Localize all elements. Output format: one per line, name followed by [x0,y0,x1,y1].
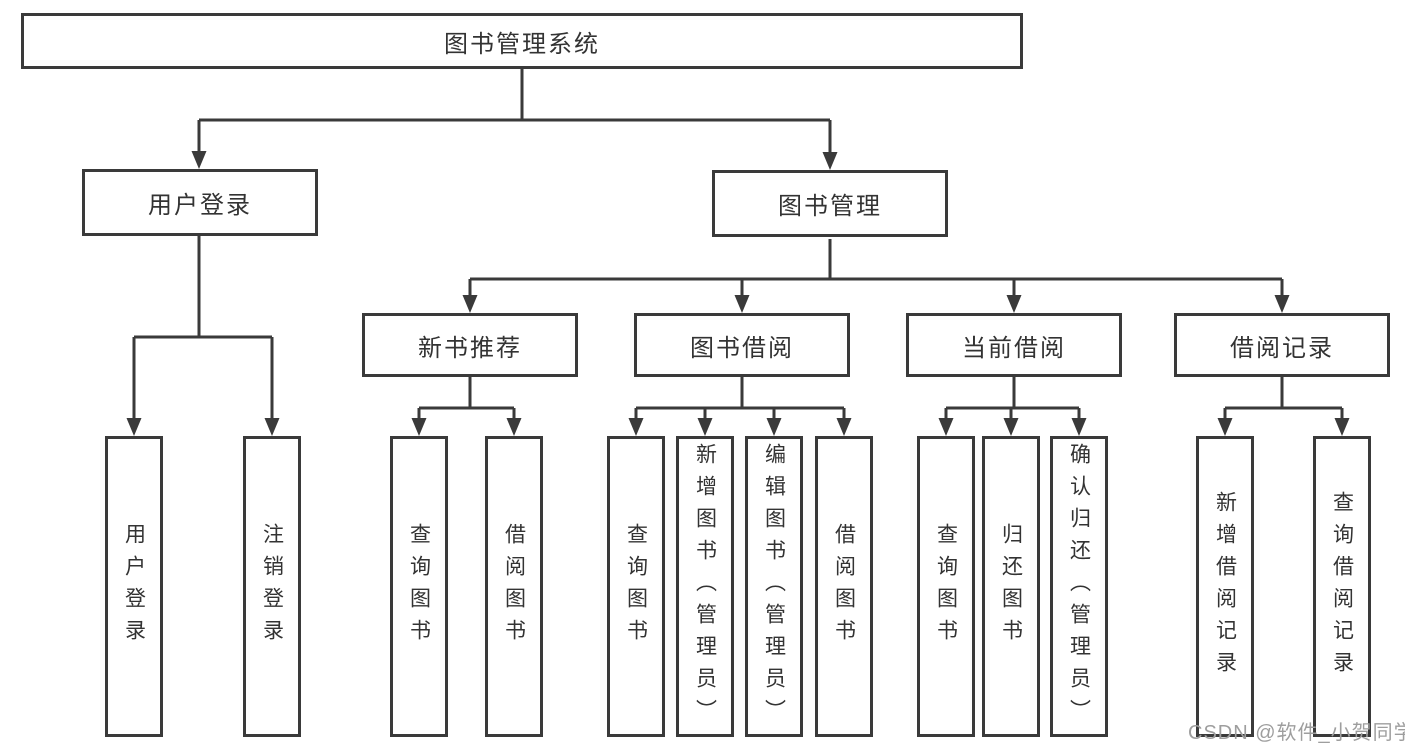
node-library-management-system: 图书管理系统 [21,13,1023,69]
node-label: 借阅图书 [502,522,526,651]
node-label: 新增图书（管理员） [693,442,717,731]
node-label: 查询图书 [624,522,648,651]
node-label: 编辑图书（管理员） [762,442,786,731]
node-label: 确认归还（管理员） [1067,442,1091,731]
csdn-watermark: CSDN @软件_小贺同学 [1188,722,1405,744]
leaf-borrow-books-recommend: 借阅图书 [485,436,543,737]
node-label: 借阅记录 [1230,334,1334,362]
node-label: 查询图书 [407,522,431,651]
node-label: 当前借阅 [962,334,1066,362]
node-label: 注销登录 [260,522,284,651]
node-borrow-records: 借阅记录 [1174,313,1390,377]
leaf-add-book-admin: 新增图书（管理员） [676,436,734,737]
leaf-add-borrow-record: 新增借阅记录 [1196,436,1254,737]
leaf-logout: 注销登录 [243,436,301,737]
leaf-return-book: 归还图书 [982,436,1040,737]
node-label: 图书借阅 [690,334,794,362]
node-book-management: 图书管理 [712,170,948,237]
node-label: 用户登录 [122,522,146,651]
node-label: 图书管理 [778,193,882,220]
node-book-borrow: 图书借阅 [634,313,850,377]
leaf-confirm-return-admin: 确认归还（管理员） [1050,436,1108,737]
leaf-edit-book-admin: 编辑图书（管理员） [745,436,803,737]
node-label: 借阅图书 [832,522,856,651]
node-label: 查询借阅记录 [1330,490,1354,683]
node-label: 新书推荐 [418,334,522,362]
leaf-query-books-current: 查询图书 [917,436,975,737]
node-label: 查询图书 [934,522,958,651]
node-label: 新增借阅记录 [1213,490,1237,683]
leaf-borrow-books: 借阅图书 [815,436,873,737]
node-label: 归还图书 [999,522,1023,651]
leaf-query-books-recommend: 查询图书 [390,436,448,737]
leaf-query-books-borrow: 查询图书 [607,436,665,737]
leaf-user-login: 用户登录 [105,436,163,737]
node-user-login: 用户登录 [82,169,318,236]
leaf-query-borrow-record: 查询借阅记录 [1313,436,1371,737]
node-label: 图书管理系统 [444,30,600,58]
node-new-book-recommend: 新书推荐 [362,313,578,377]
node-current-borrow: 当前借阅 [906,313,1122,377]
node-label: 用户登录 [148,192,252,219]
